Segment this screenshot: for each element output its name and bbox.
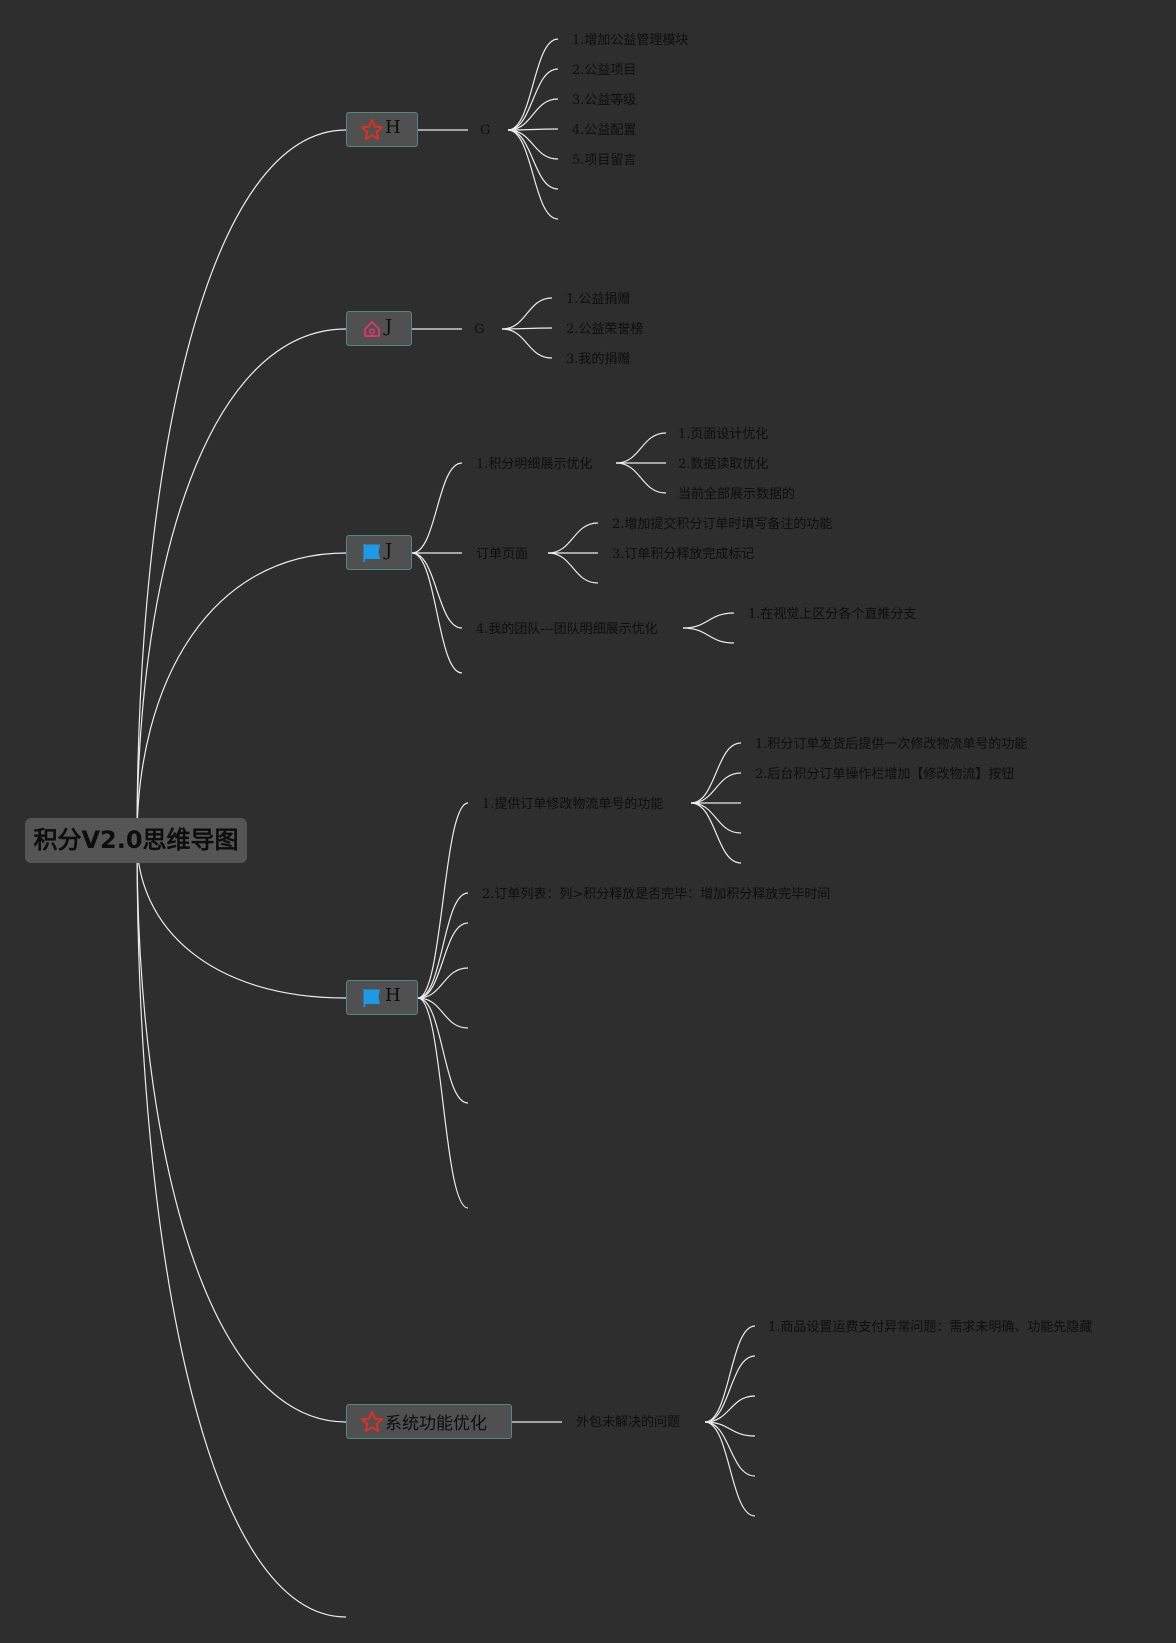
leaf-connector [704, 1325, 756, 1423]
leaf-node[interactable]: 2.公益荣誉榜 [566, 322, 644, 337]
leaf-connector [501, 297, 553, 330]
leaf-connector [682, 612, 735, 629]
branch-label: J [385, 316, 393, 337]
leaf-connector [507, 68, 559, 131]
leaf-connector [417, 997, 469, 1029]
leaf-node[interactable]: 3.公益等级 [572, 93, 637, 108]
star-icon [360, 1410, 384, 1434]
sub-node[interactable]: 外包未解决的问题 [576, 1415, 681, 1430]
leaf-connector [682, 627, 735, 644]
branch-connector [136, 839, 347, 1423]
leaf-connector [507, 98, 559, 131]
branch-connector [136, 129, 347, 841]
star-icon [360, 118, 384, 142]
leaf-connector [690, 772, 742, 804]
leaf-connector [704, 1421, 756, 1517]
leaf-node[interactable]: 5.项目留言 [572, 153, 637, 168]
leaf-connector [507, 129, 559, 190]
leaf-connector [547, 522, 599, 554]
leaf-connector [417, 997, 469, 1209]
leaf-node[interactable]: 1.在视觉上区分各个直推分支 [748, 607, 917, 622]
leaf-connector [704, 1421, 756, 1477]
branch-label: H [385, 985, 401, 1006]
leaf-node[interactable]: 2.后台积分订单操作栏增加【修改物流】按钮 [755, 767, 1015, 782]
branch-node-system-optimization[interactable]: 系统功能优化 [346, 1404, 512, 1439]
branch-node-j-jifen[interactable]: J [346, 535, 412, 570]
leaf-node[interactable]: 2.数据读取优化 [678, 457, 769, 472]
sub-node[interactable]: 1.积分明细展示优化 [476, 457, 593, 472]
leaf-connector [417, 802, 469, 999]
leaf-connector [704, 1395, 756, 1423]
sub-node[interactable]: 1.提供订单修改物流单号的功能 [482, 797, 664, 812]
leaf-connector [547, 552, 599, 584]
leaf-connector [411, 462, 463, 554]
leaf-connector [507, 38, 559, 131]
leaf-connector [501, 328, 553, 359]
leaf-connector [690, 802, 742, 864]
leaf-connector [411, 552, 463, 629]
leaf-connector [417, 892, 469, 999]
branch-node-j-gongyi[interactable]: J [346, 311, 412, 346]
branch-label: H [385, 117, 401, 138]
sub-node[interactable]: 订单页面 [476, 547, 529, 562]
leaf-connector [417, 967, 469, 999]
leaf-node[interactable]: 2.增加提交积分订单时填写备注的功能 [612, 517, 833, 532]
leaf-connector [615, 462, 667, 494]
branch-node-h-gongyi[interactable]: H [346, 112, 418, 147]
leaf-node[interactable]: 1.增加公益管理模块 [572, 33, 689, 48]
leaf-node[interactable]: 1.页面设计优化 [678, 427, 769, 442]
branch-node-h-dingdan[interactable]: H [346, 980, 418, 1015]
leaf-connector [704, 1355, 756, 1423]
branch-connector [136, 328, 347, 841]
leaf-node[interactable]: 3.订单积分释放完成标记 [612, 547, 755, 562]
leaf-connector [507, 129, 559, 160]
leaf-connector [411, 552, 463, 674]
branch-label: J [385, 540, 393, 561]
flag-icon [360, 986, 384, 1010]
branch-connector [136, 839, 347, 999]
leaf-node[interactable]: 2.公益项目 [572, 63, 637, 78]
leaf-connector [417, 922, 469, 999]
branch-connector [136, 552, 347, 841]
leaf-connector [507, 129, 559, 220]
leaf-node[interactable]: 1.积分订单发货后提供一次修改物流单号的功能 [755, 737, 1028, 752]
sub-node-g[interactable]: G [480, 123, 491, 138]
home-icon [360, 317, 384, 341]
sub-node[interactable]: 2.订单列表：列>积分释放是否完毕：增加积分释放完毕时间 [482, 887, 831, 902]
leaf-connector [690, 802, 742, 834]
flag-icon [360, 541, 384, 565]
branch-label: 系统功能优化 [385, 1414, 487, 1434]
leaf-node[interactable]: 当前全部展示数据的 [678, 487, 796, 502]
branch-connector [136, 839, 347, 1618]
leaf-connector [615, 432, 667, 464]
sub-node[interactable]: 4.我的团队---团队明细展示优化 [476, 622, 658, 637]
root-node[interactable]: 积分V2.0思维导图 [25, 818, 247, 863]
leaf-node[interactable]: 4.公益配置 [572, 123, 637, 138]
sub-node-g[interactable]: G [474, 322, 485, 337]
leaf-node[interactable]: 1.公益捐赠 [566, 292, 631, 307]
leaf-node[interactable]: 1.商品设置运费支付异常问题：需求未明确、功能先隐藏 [768, 1320, 1093, 1335]
leaf-connector [417, 997, 469, 1104]
leaf-connector [690, 742, 742, 804]
leaf-node[interactable]: 3.我的捐赠 [566, 352, 631, 367]
